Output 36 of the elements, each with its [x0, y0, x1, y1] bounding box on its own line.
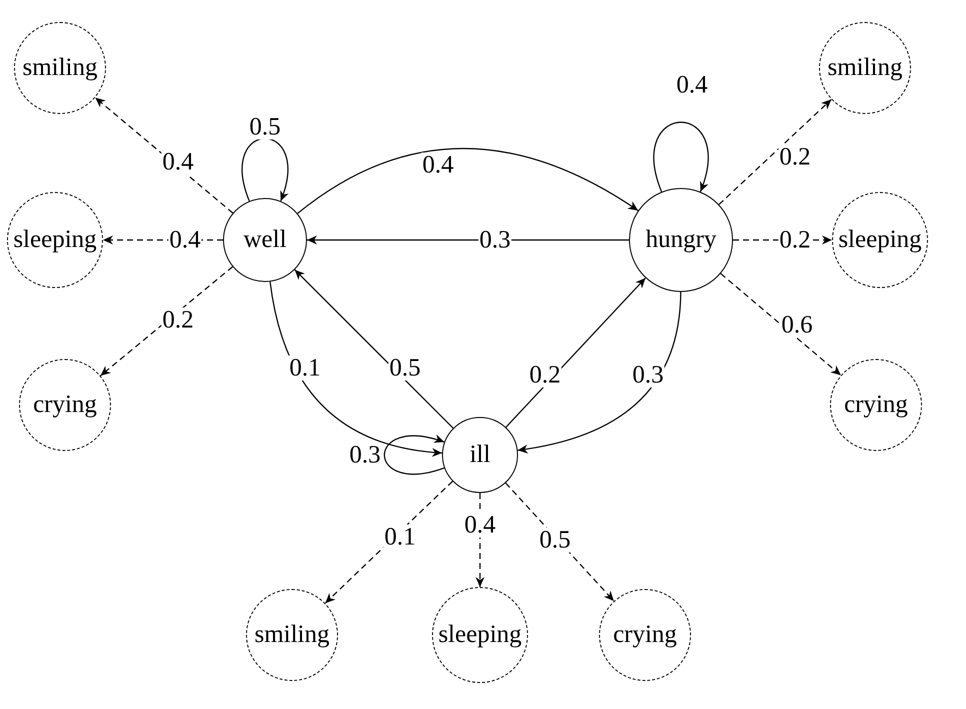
arrow — [307, 236, 629, 244]
edge-label: 0.6 — [780, 312, 814, 338]
dashed-arrow — [720, 273, 842, 376]
arrow — [294, 269, 454, 429]
edge-label: 0.1 — [288, 356, 322, 380]
edge-label: 0.5 — [248, 114, 282, 140]
edge-label: 0.5 — [538, 528, 572, 552]
state-label: crying — [33, 391, 97, 419]
edge-label: 0.5 — [388, 356, 422, 380]
state-label: sleeping — [13, 226, 97, 254]
dashed-arrow — [100, 266, 233, 376]
dashed-arrow — [718, 98, 832, 205]
arrow — [653, 122, 709, 192]
state-label: sleeping — [438, 621, 522, 649]
arrow — [270, 282, 442, 456]
edge-label: 0.3 — [631, 362, 665, 388]
arrow — [242, 138, 288, 202]
state-label: ill — [470, 441, 490, 469]
state-circle — [223, 198, 307, 282]
edge-label: 0.4 — [161, 150, 195, 174]
state-label: crying — [844, 391, 908, 419]
state-label: sleeping — [838, 226, 922, 254]
arrow — [506, 278, 646, 428]
arrow — [297, 148, 638, 214]
state-label: smiling — [827, 54, 902, 82]
state-label: hungry — [646, 226, 716, 254]
edge-label: 0.4 — [463, 512, 497, 538]
edge-label: 0.1 — [383, 524, 417, 550]
state-label: well — [243, 226, 287, 254]
edge-label: 0.2 — [528, 362, 562, 388]
arrow — [518, 292, 682, 454]
state-label: smiling — [254, 621, 330, 649]
arrow — [384, 435, 444, 475]
state-label: smiling — [22, 54, 98, 82]
state-circle — [442, 417, 518, 493]
state-label: crying — [613, 621, 677, 649]
